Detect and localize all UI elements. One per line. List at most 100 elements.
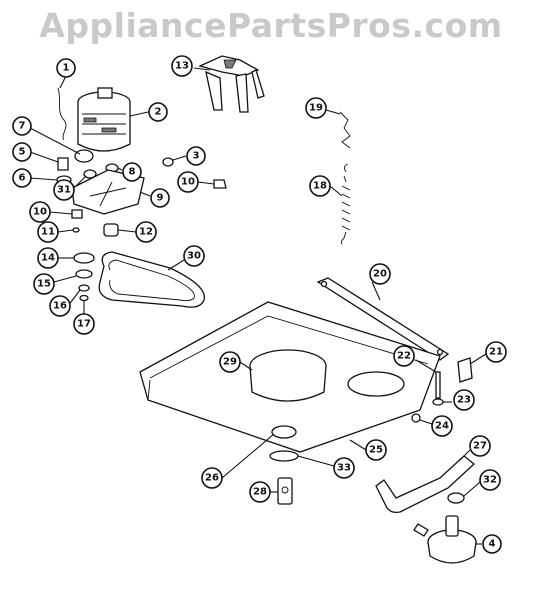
svg-text:29: 29 bbox=[223, 357, 237, 368]
callout-8: 8 bbox=[122, 162, 142, 182]
callout-16: 16 bbox=[49, 295, 71, 317]
part-ring bbox=[79, 294, 89, 302]
part-spacer bbox=[83, 169, 97, 179]
svg-text:33: 33 bbox=[337, 463, 351, 474]
part-support-stand bbox=[198, 55, 265, 113]
callout-24: 24 bbox=[431, 415, 453, 437]
svg-text:25: 25 bbox=[369, 445, 383, 456]
callout-21: 21 bbox=[485, 341, 507, 363]
watermark-logo: AppliancePartsPros.com bbox=[39, 6, 503, 45]
svg-text:28: 28 bbox=[253, 487, 267, 498]
part-hex-nut bbox=[213, 179, 227, 189]
svg-text:26: 26 bbox=[205, 473, 219, 484]
svg-text:15: 15 bbox=[37, 279, 51, 290]
callout-5: 5 bbox=[12, 142, 32, 162]
svg-text:12: 12 bbox=[139, 227, 153, 238]
callout-18: 18 bbox=[309, 175, 331, 197]
callout-10-b: 10 bbox=[29, 201, 51, 223]
part-bolt bbox=[57, 157, 69, 171]
part-long-bolt bbox=[435, 371, 441, 399]
part-drive-belt bbox=[98, 251, 205, 308]
callout-2: 2 bbox=[148, 102, 168, 122]
svg-text:6: 6 bbox=[19, 173, 26, 184]
svg-text:11: 11 bbox=[41, 227, 55, 238]
callout-4: 4 bbox=[482, 534, 502, 554]
part-washer bbox=[75, 269, 93, 279]
callout-32: 32 bbox=[479, 469, 501, 491]
callout-17: 17 bbox=[73, 313, 95, 335]
callout-31: 31 bbox=[53, 179, 75, 201]
svg-text:5: 5 bbox=[19, 147, 26, 158]
callout-11: 11 bbox=[37, 221, 59, 243]
part-hose-clamp bbox=[277, 477, 293, 505]
svg-text:30: 30 bbox=[187, 251, 201, 262]
svg-text:19: 19 bbox=[309, 103, 323, 114]
part-pump bbox=[413, 515, 477, 564]
callout-7: 7 bbox=[12, 116, 32, 136]
part-motor bbox=[77, 87, 131, 152]
svg-text:27: 27 bbox=[473, 441, 487, 452]
part-drain-hose bbox=[375, 455, 475, 514]
callout-28: 28 bbox=[249, 481, 271, 503]
part-brace-bar bbox=[316, 277, 450, 361]
svg-text:22: 22 bbox=[397, 351, 411, 362]
part-pulley bbox=[73, 252, 95, 264]
callout-23: 23 bbox=[453, 389, 475, 411]
svg-text:3: 3 bbox=[193, 151, 200, 162]
svg-text:32: 32 bbox=[483, 475, 497, 486]
svg-text:13: 13 bbox=[175, 61, 189, 72]
svg-text:21: 21 bbox=[489, 347, 503, 358]
callout-33: 33 bbox=[333, 457, 355, 479]
svg-text:16: 16 bbox=[53, 301, 67, 312]
callout-15: 15 bbox=[33, 273, 55, 295]
callout-29: 29 bbox=[219, 351, 241, 373]
callout-3: 3 bbox=[186, 146, 206, 166]
callout-27: 27 bbox=[469, 435, 491, 457]
svg-text:1: 1 bbox=[63, 63, 70, 74]
part-hex-nut bbox=[71, 209, 83, 219]
part-large-spring bbox=[340, 175, 351, 245]
svg-text:24: 24 bbox=[435, 421, 449, 432]
svg-text:10: 10 bbox=[181, 177, 195, 188]
callout-14: 14 bbox=[37, 247, 59, 269]
part-gasket bbox=[269, 450, 299, 462]
svg-text:7: 7 bbox=[19, 121, 26, 132]
svg-text:8: 8 bbox=[129, 167, 136, 178]
svg-text:4: 4 bbox=[489, 539, 496, 550]
callout-9: 9 bbox=[150, 188, 170, 208]
part-bushing bbox=[103, 223, 119, 237]
part-clamp-ring bbox=[447, 492, 465, 504]
svg-text:10: 10 bbox=[33, 207, 47, 218]
callout-1: 1 bbox=[56, 58, 76, 78]
callout-25: 25 bbox=[365, 439, 387, 461]
callout-22: 22 bbox=[393, 345, 415, 367]
part-base-plate bbox=[139, 301, 441, 453]
part-screw bbox=[411, 413, 421, 423]
svg-text:31: 31 bbox=[57, 185, 71, 196]
part-grommet bbox=[162, 157, 174, 167]
svg-text:18: 18 bbox=[313, 181, 327, 192]
svg-text:17: 17 bbox=[77, 319, 91, 330]
part-wire-clip bbox=[57, 87, 67, 141]
callout-30: 30 bbox=[183, 245, 205, 267]
svg-text:23: 23 bbox=[457, 395, 471, 406]
callout-20: 20 bbox=[369, 263, 391, 285]
callout-26: 26 bbox=[201, 467, 223, 489]
svg-text:14: 14 bbox=[41, 253, 55, 264]
svg-text:9: 9 bbox=[157, 193, 164, 204]
part-drain-fitting bbox=[271, 425, 297, 439]
callout-12: 12 bbox=[135, 221, 157, 243]
svg-text:20: 20 bbox=[373, 269, 387, 280]
part-retainer bbox=[78, 284, 90, 292]
part-clip bbox=[72, 227, 80, 233]
callout-10: 10 bbox=[177, 171, 199, 193]
part-corner-bracket bbox=[457, 357, 473, 383]
svg-text:2: 2 bbox=[155, 107, 162, 118]
callout-13: 13 bbox=[171, 55, 193, 77]
part-small-spring bbox=[339, 111, 351, 149]
callout-6: 6 bbox=[12, 168, 32, 188]
callout-19: 19 bbox=[305, 97, 327, 119]
part-pulley-motor bbox=[74, 149, 94, 163]
